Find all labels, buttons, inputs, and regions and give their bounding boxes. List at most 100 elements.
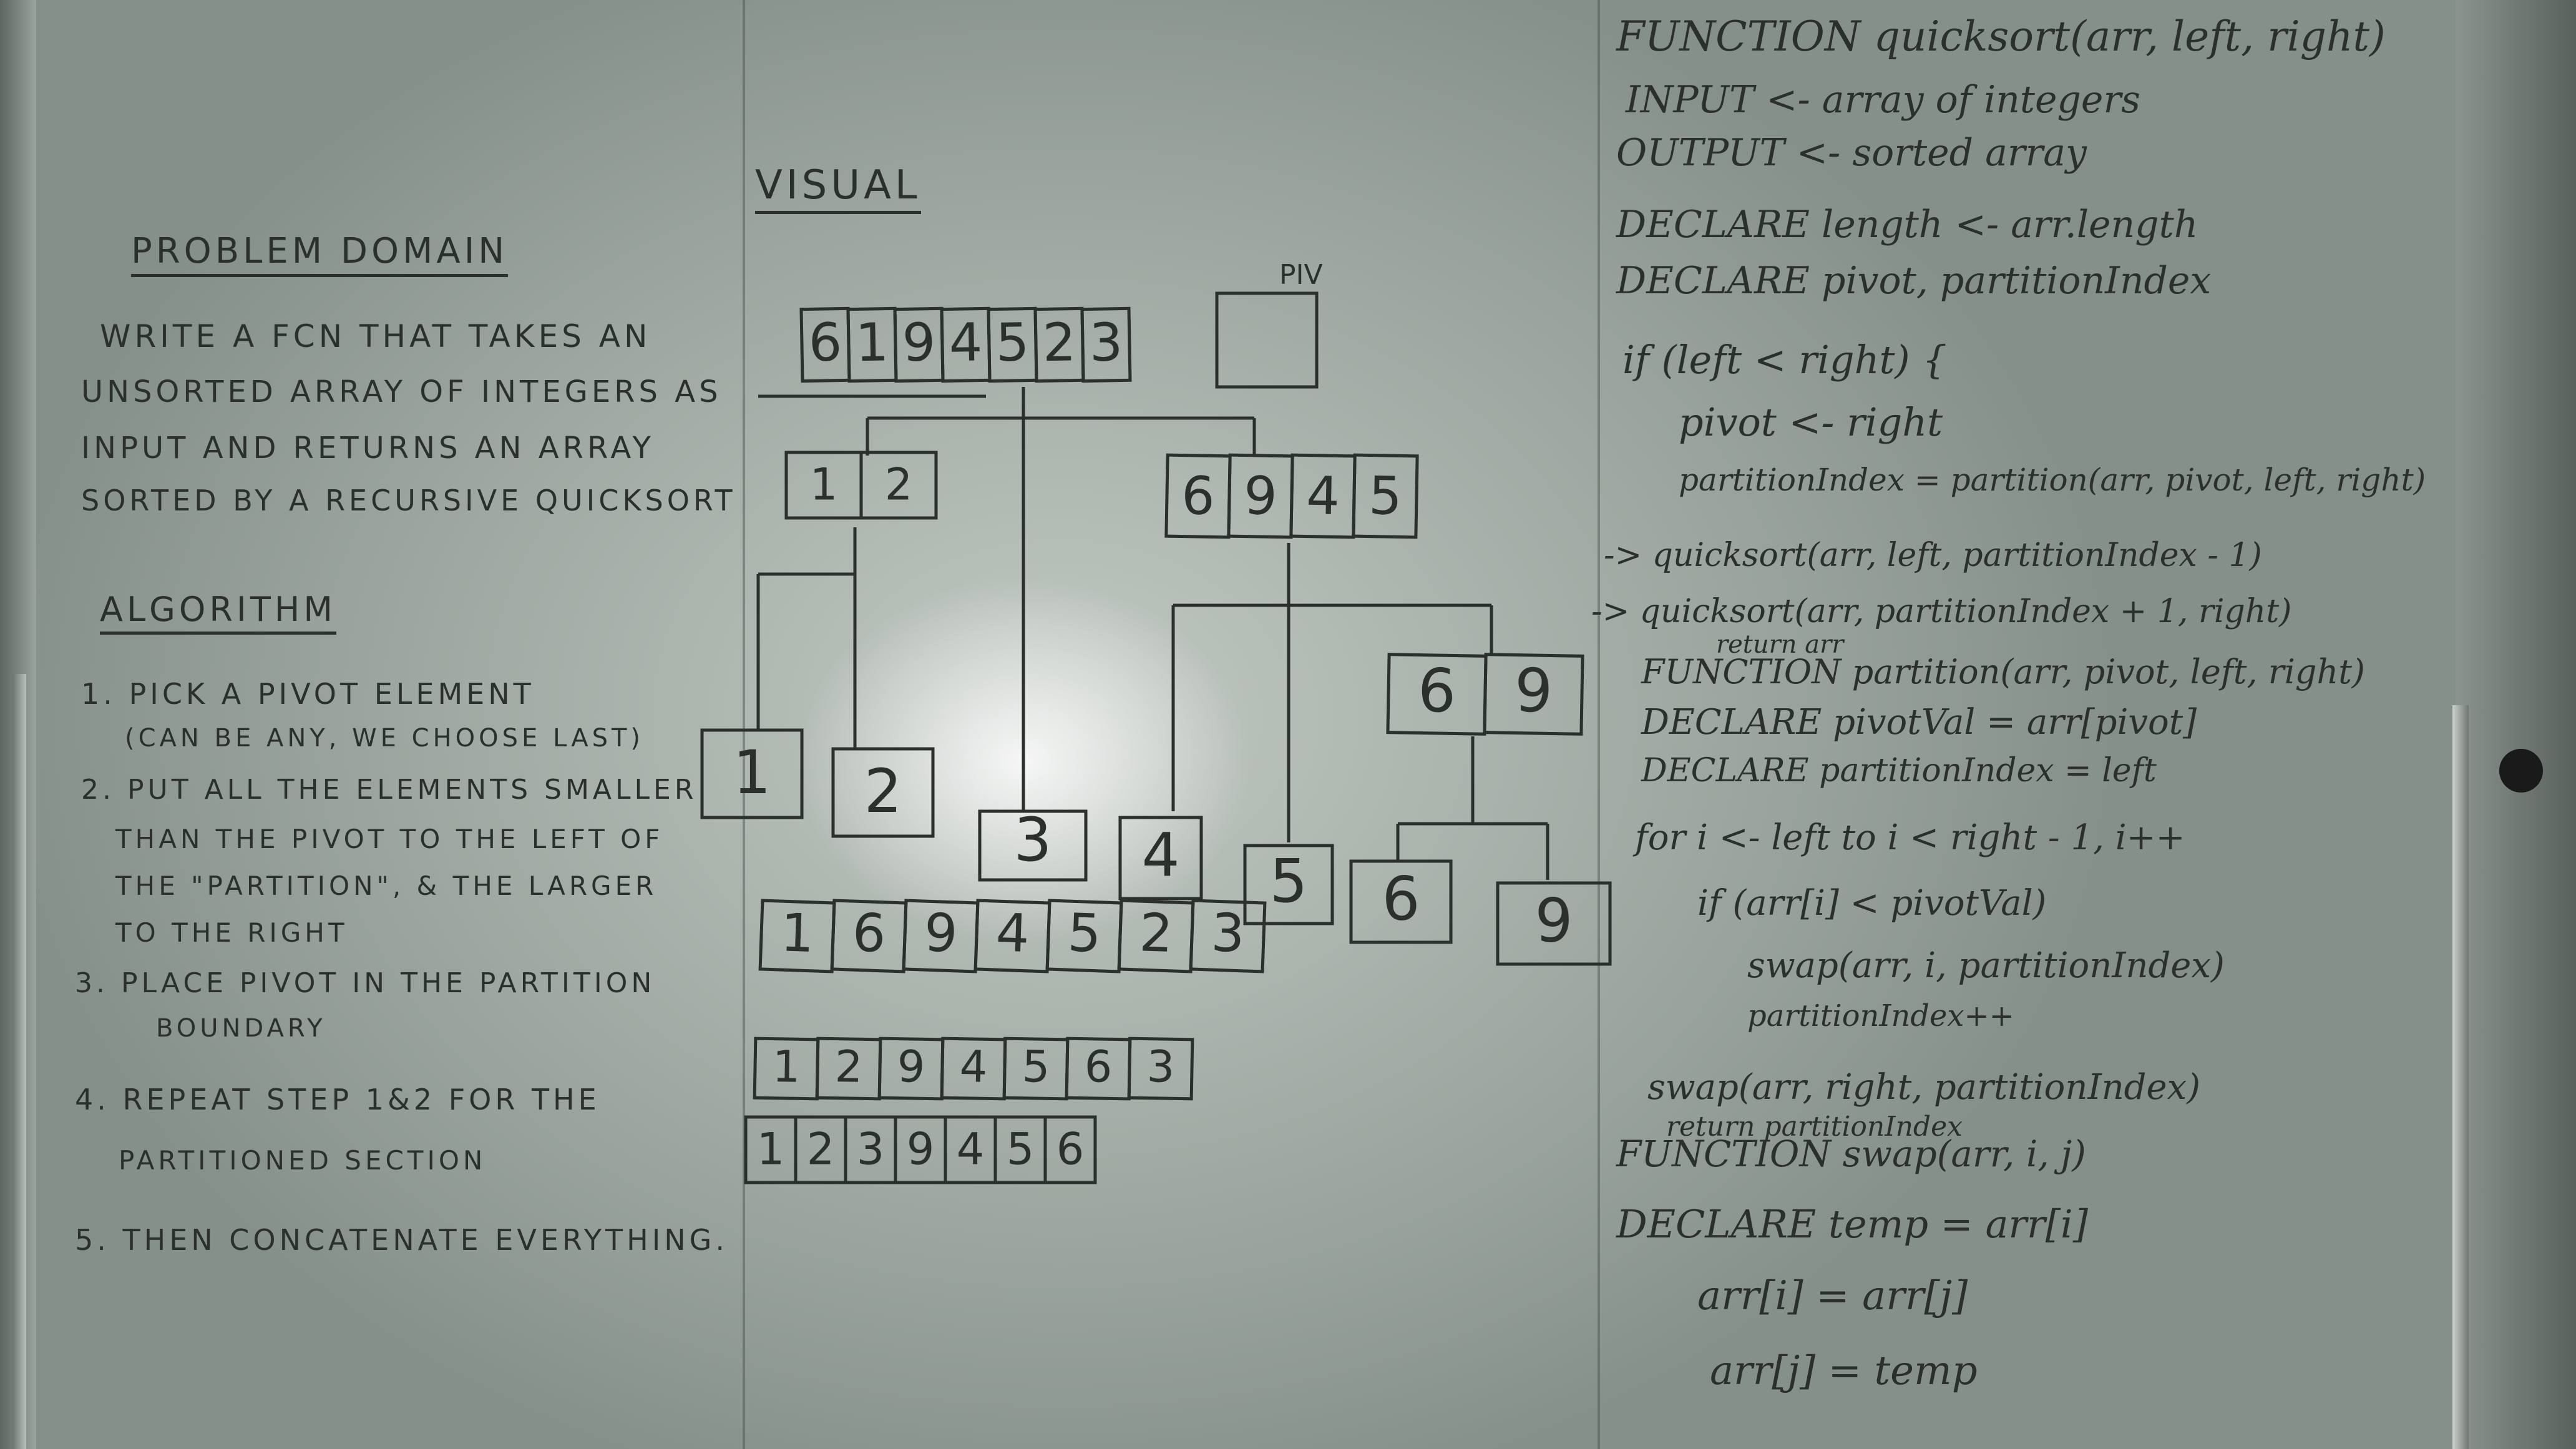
array-cell-value: 3: [1089, 311, 1123, 373]
array-cell: 1: [753, 1037, 820, 1101]
algorithm-step: 4. REPEAT STEP 1&2 FOR THE: [75, 1083, 600, 1116]
array-cell: 5: [993, 1115, 1047, 1184]
pivot-label: PIV: [1279, 259, 1323, 291]
array-cell: 2: [1117, 899, 1195, 973]
leaf-cell-value: 5: [1269, 846, 1307, 916]
array-cell-value: 1: [779, 902, 815, 964]
leaf-cell: 5: [1243, 844, 1334, 925]
array-cell: 9: [877, 1037, 945, 1101]
problem-line: UNSORTED ARRAY OF INTEGERS AS: [81, 374, 722, 409]
array-cell-value: 1: [855, 311, 889, 373]
array-cell-value: 3: [857, 1124, 885, 1175]
whiteboard-frame-right: [2456, 0, 2576, 1449]
array-cell-value: 9: [902, 311, 936, 373]
array-cell: 1: [758, 899, 836, 973]
array-cell-value: 5: [995, 311, 1030, 373]
array-cell: 4: [973, 899, 1051, 973]
algorithm-step: 2. PUT ALL THE ELEMENTS SMALLER: [81, 774, 698, 806]
array-cell: 5: [1045, 899, 1123, 973]
code-line: arr[j] = temp: [1710, 1348, 1978, 1394]
code-line: if (arr[i] < pivotVal): [1697, 883, 2047, 924]
visual-heading: VISUAL: [755, 162, 921, 214]
leaf-cell-box: [831, 747, 935, 838]
array-cell-value: 3: [1210, 902, 1246, 964]
code-line: INPUT <- array of integers: [1626, 78, 2140, 122]
array-cell: 3: [844, 1115, 897, 1184]
array-cell: 1: [784, 451, 863, 520]
array-cell: 4: [944, 1115, 997, 1184]
array-cell: 9: [902, 899, 980, 973]
code-line: DECLARE pivotVal = arr[pivot]: [1641, 702, 2197, 743]
array-cell-value: 4: [1305, 465, 1340, 527]
array-cell: 5: [987, 306, 1038, 383]
array-cell: 2: [794, 1115, 847, 1184]
magnet: [2499, 749, 2543, 793]
pivot-highlight-box: [1215, 291, 1319, 389]
array-cell: 3: [1189, 899, 1267, 973]
array-cell: 4: [940, 306, 992, 383]
array-cell-value: 2: [885, 459, 913, 510]
array-cell-value: 9: [1514, 655, 1553, 726]
code-line: OUTPUT <- sorted array: [1616, 131, 2087, 175]
array-cell-value: 6: [1181, 465, 1215, 527]
leaf-cell-value: 6: [1382, 864, 1420, 934]
problem-line: WRITE A FCN THAT TAKES AN: [100, 318, 651, 354]
array-cell-value: 1: [810, 459, 838, 510]
code-line: pivot <- right: [1679, 399, 1943, 445]
array-cell-value: 5: [1066, 902, 1102, 964]
array-cell-value: 9: [897, 1041, 925, 1093]
code-line: return arr: [1716, 630, 1844, 659]
leaf-cell-box: [1496, 881, 1612, 966]
leaf-cell-box: [978, 809, 1088, 882]
leaf-cell-box: [1349, 859, 1453, 944]
array-cell: 6: [830, 899, 908, 973]
tree-connectors: [756, 387, 1549, 880]
array-cell-value: 4: [957, 1124, 985, 1175]
code-line: DECLARE partitionIndex = left: [1641, 752, 2157, 789]
problem-line: SORTED BY A RECURSIVE QUICKSORT: [81, 484, 736, 517]
array-cell-value: 2: [1042, 311, 1076, 373]
leaf-cell: 1: [700, 728, 804, 819]
array-cell-value: 2: [807, 1124, 835, 1175]
array-cell-box: [1127, 1037, 1194, 1101]
array-cell-value: 6: [1417, 655, 1456, 726]
algorithm-step: THAN THE PIVOT TO THE LEFT OF: [115, 824, 664, 854]
algorithm-step: 3. PLACE PIVOT IN THE PARTITION: [75, 967, 656, 999]
algorithm-step: THE "PARTITION", & THE LARGER: [115, 871, 658, 901]
code-line: return partitionIndex: [1666, 1111, 1963, 1143]
array-cell-value: 5: [1368, 465, 1402, 527]
leaf-cell-value: 2: [864, 756, 902, 826]
array-cell: 9: [894, 1115, 947, 1184]
array-cell: 9: [1227, 453, 1294, 539]
code-line: swap(arr, right, partitionIndex): [1647, 1067, 2201, 1108]
leaf-cell: 3: [978, 805, 1088, 882]
array-cell: 6: [1065, 1037, 1132, 1101]
divider-line-right: [1598, 0, 1600, 1449]
leaf-cell-value: 4: [1141, 821, 1179, 890]
algorithm-heading: ALGORITHM: [100, 590, 337, 635]
array-cell: 3: [1080, 306, 1132, 383]
array-cell-box: [1080, 306, 1132, 383]
array-cell-value: 4: [959, 1041, 988, 1093]
array-cell: 2: [1033, 306, 1085, 383]
leaf-cell: 6: [1349, 859, 1453, 944]
array-cell: 6: [1043, 1115, 1097, 1184]
array-cell-box: [1043, 1115, 1097, 1184]
array-cell: 2: [859, 451, 938, 520]
algorithm-step: TO THE RIGHT: [115, 917, 348, 948]
array-cell-value: 5: [1007, 1124, 1035, 1175]
leaf-cell: 4: [1118, 816, 1203, 900]
marker-tray-right: [2452, 705, 2469, 1449]
marker-tray-left: [12, 674, 26, 1449]
array-cell-box: [859, 451, 938, 520]
divider-line-left: [743, 0, 745, 1449]
algorithm-step: PARTITIONED SECTION: [119, 1145, 487, 1176]
leaf-cell-box: [1118, 816, 1203, 900]
leaf-cell-value: 1: [733, 738, 771, 807]
code-line: if (left < right) {: [1622, 337, 1947, 383]
array-cell-value: 9: [1243, 465, 1277, 527]
array-cell-value: 9: [923, 902, 959, 964]
leaf-cell-box: [1243, 844, 1334, 925]
array-cell-value: 6: [1084, 1041, 1113, 1093]
